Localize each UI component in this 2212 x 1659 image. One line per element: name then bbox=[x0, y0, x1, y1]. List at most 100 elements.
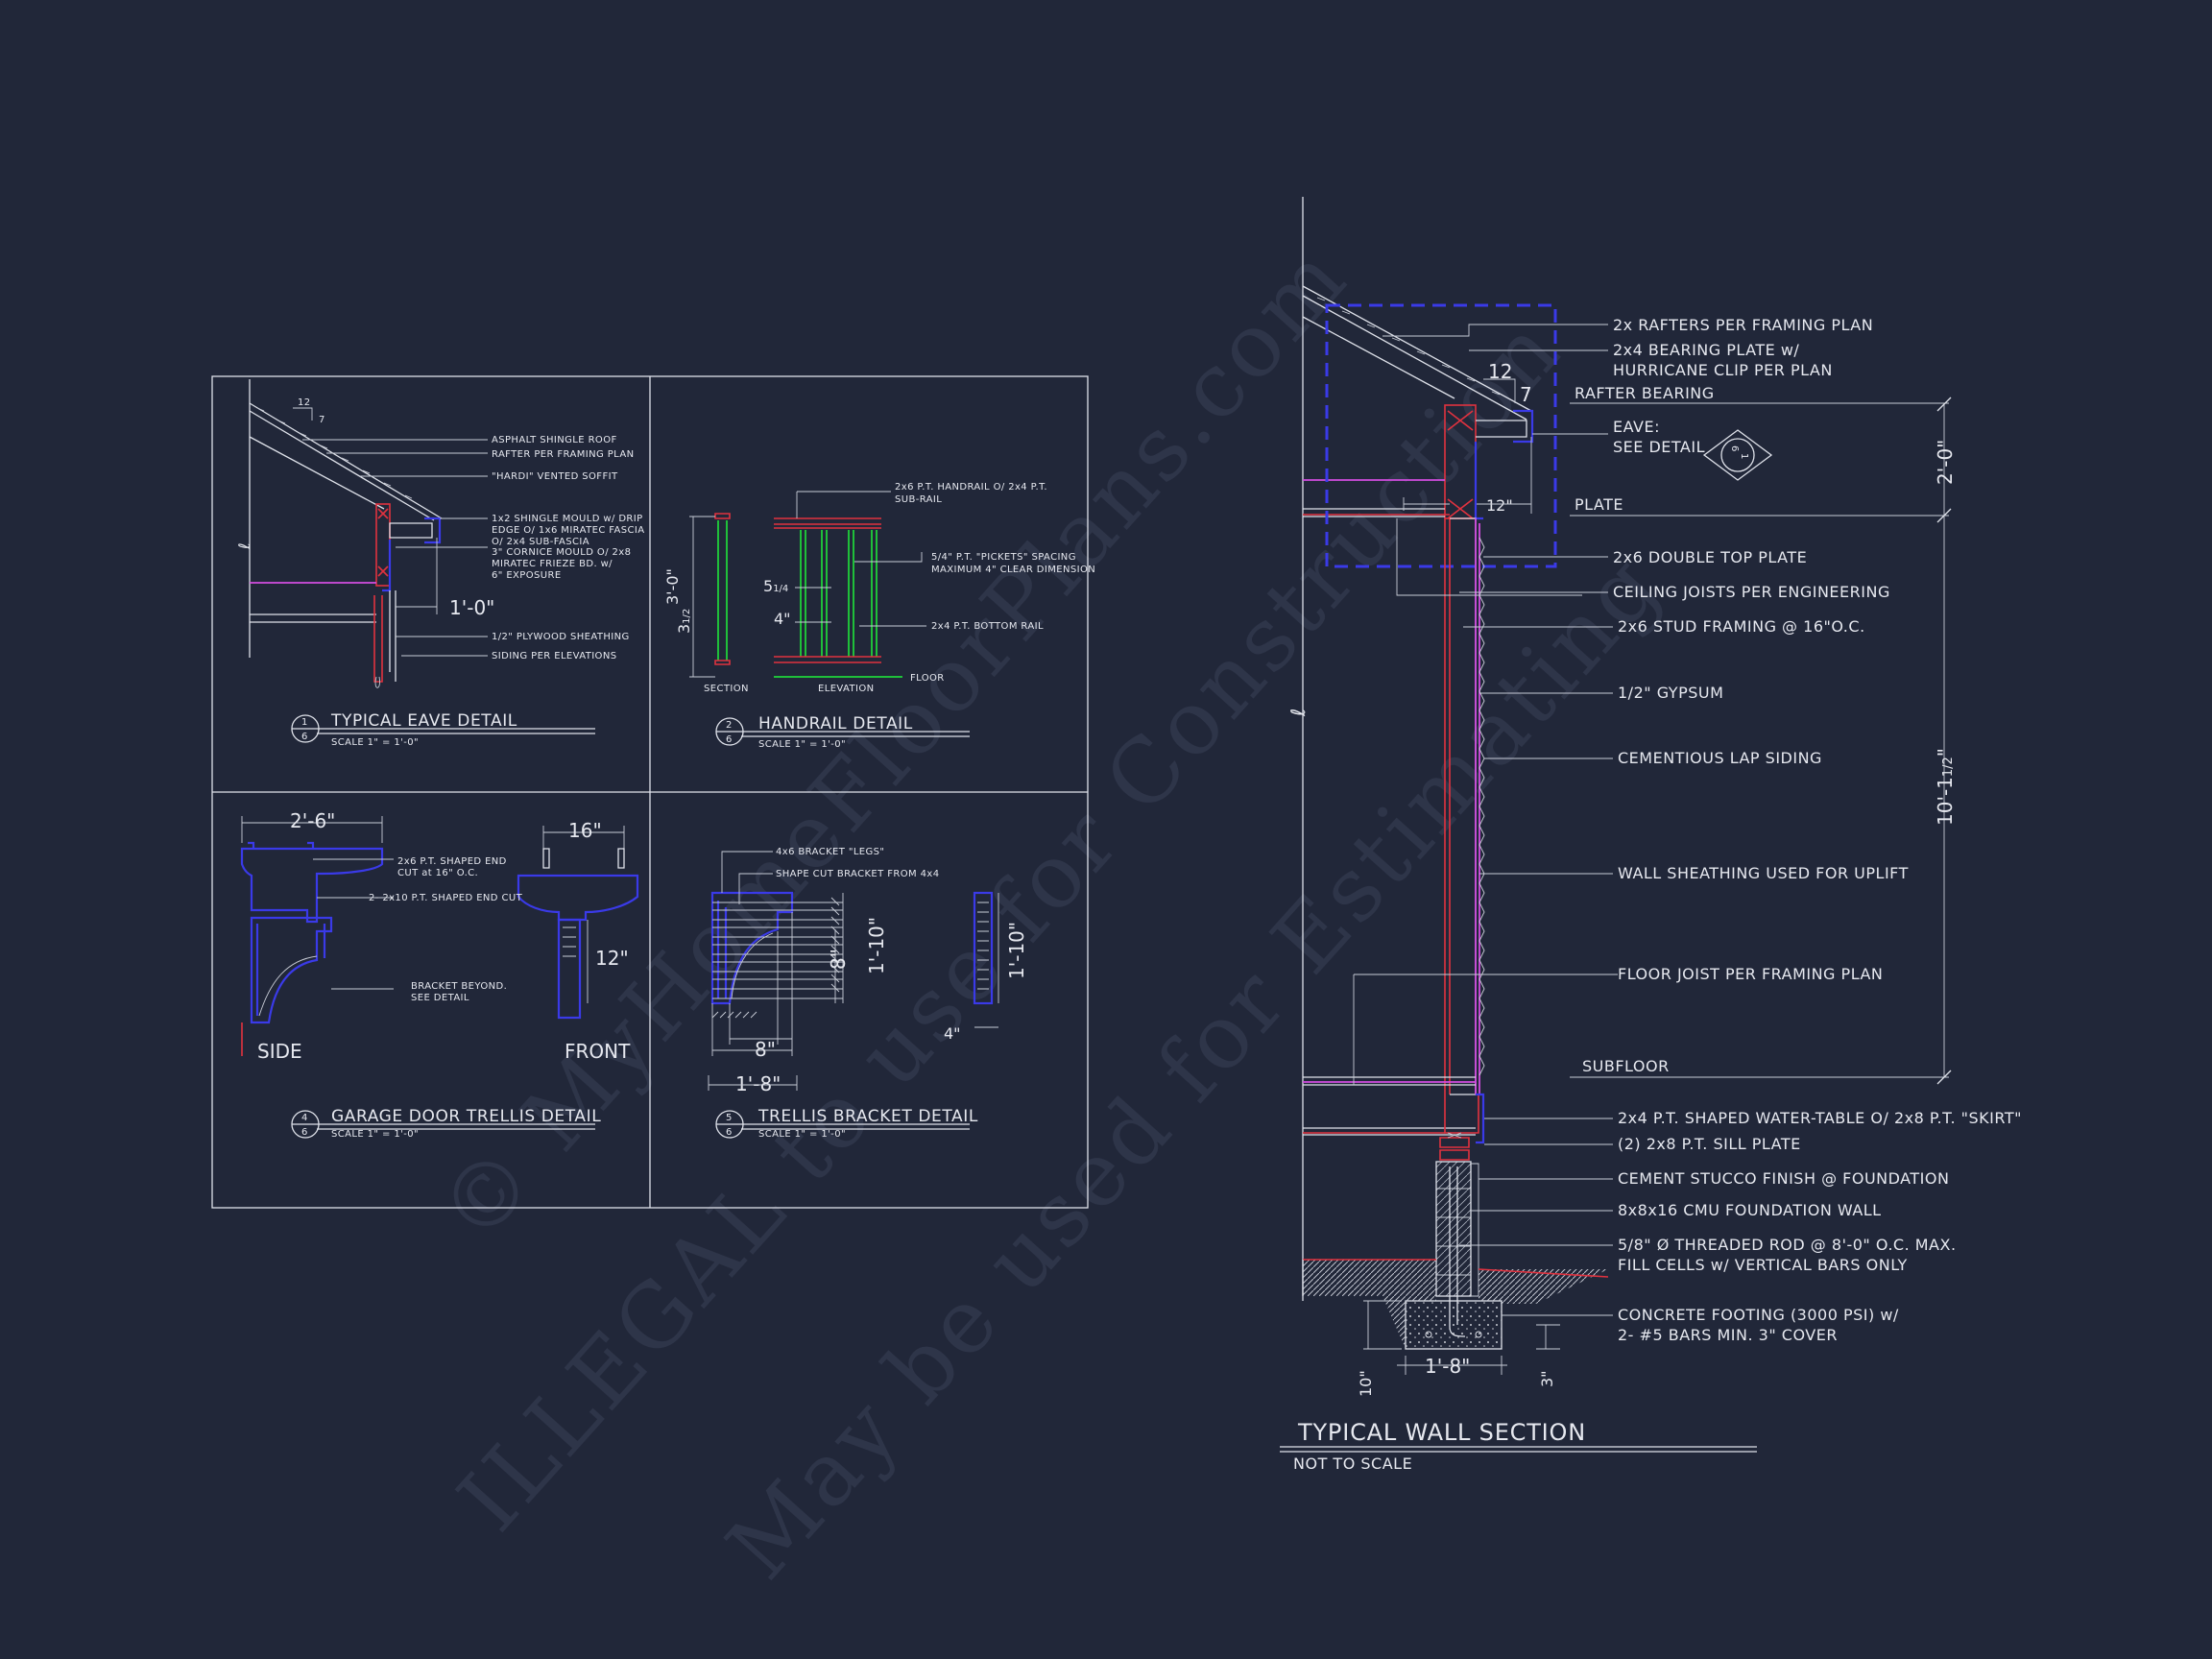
wall-note: SEE DETAIL bbox=[1613, 438, 1705, 456]
bracket-dim-width: 1'-8" bbox=[735, 1072, 781, 1095]
wall-note: 2x RAFTERS PER FRAMING PLAN bbox=[1613, 316, 1873, 334]
eave-dim: 1'-0" bbox=[396, 538, 494, 619]
trellis-ref-num: 4 bbox=[301, 1113, 308, 1123]
handrail-title-block: 2 6 HANDRAIL DETAIL SCALE 1" = 1'-0" bbox=[715, 714, 970, 750]
details-frame bbox=[211, 375, 1089, 1209]
handrail-floor-label: FLOOR bbox=[910, 673, 945, 684]
eave-note: O/ 2x4 SUB-FASCIA bbox=[492, 537, 589, 547]
wall-note: CEMENT STUCCO FINISH @ FOUNDATION bbox=[1618, 1169, 1949, 1188]
eave-title-block: 1 6 TYPICAL EAVE DETAIL SCALE 1" = 1'-0" bbox=[291, 711, 595, 748]
trellis-dim-width: 2'-6" bbox=[290, 809, 335, 832]
wall-eave-ref-num: 1 bbox=[1739, 453, 1749, 460]
wall-dim-12: 12" bbox=[1486, 496, 1513, 515]
wall-notes: 2x RAFTERS PER FRAMING PLAN 2x4 BEARING … bbox=[1613, 316, 2021, 1344]
eave-pitch-rise: 7 bbox=[319, 415, 325, 425]
trellis-front-label: FRONT bbox=[565, 1040, 631, 1063]
eave-note: SIDING PER ELEVATIONS bbox=[492, 651, 616, 661]
handrail-ref-num: 2 bbox=[726, 720, 733, 731]
handrail-detail: 3'-0" 31/2 SECTION 51/4 4" ELEVATION FLO… bbox=[663, 482, 1095, 750]
wall-note: 2x6 DOUBLE TOP PLATE bbox=[1613, 548, 1807, 566]
handrail-ref-sheet: 6 bbox=[726, 734, 733, 745]
eave-note: RAFTER PER FRAMING PLAN bbox=[492, 449, 634, 460]
trellis-note: SEE DETAIL bbox=[411, 993, 469, 1003]
trellis-side: SIDE bbox=[240, 841, 384, 1063]
trellis-notes: 2x6 P.T. SHAPED END CUT at 16" O.C. 2- 2… bbox=[369, 856, 522, 1003]
wall-rafter-bearing: RAFTER BEARING bbox=[1575, 384, 1715, 402]
handrail-section: 3'-0" 31/2 SECTION bbox=[663, 513, 748, 694]
eave-note: 6" EXPOSURE bbox=[492, 570, 562, 581]
trellis-dim-depth: 12" bbox=[595, 947, 629, 970]
eave-scale: SCALE 1" = 1'-0" bbox=[331, 737, 419, 748]
wall-note: FILL CELLS w/ VERTICAL BARS ONLY bbox=[1618, 1256, 1908, 1274]
wall-note: HURRICANE CLIP PER PLAN bbox=[1613, 361, 1833, 379]
bracket-detail: 8" 1'-10" 8" 1'-8" 1'-10" 4" 4x6 BRACKET… bbox=[708, 847, 1028, 1140]
trellis-ref-sheet: 6 bbox=[301, 1127, 308, 1138]
bracket-ref-num: 5 bbox=[726, 1113, 733, 1123]
handrail-elevation: 51/4 4" ELEVATION FLOOR bbox=[763, 517, 945, 694]
eave-note: MIRATEC FRIEZE BD. w/ bbox=[492, 559, 613, 569]
eave-ref-sheet: 6 bbox=[301, 732, 308, 742]
wall-eave-ref: 1 6 bbox=[1702, 429, 1773, 481]
eave-note: 3" CORNICE MOULD O/ 2x8 bbox=[492, 547, 631, 558]
wall-title-block: TYPICAL WALL SECTION NOT TO SCALE bbox=[1280, 1419, 1757, 1473]
wall-note: FLOOR JOIST PER FRAMING PLAN bbox=[1618, 965, 1883, 983]
handrail-note: SUB-RAIL bbox=[895, 494, 942, 505]
eave-note: ASPHALT SHINGLE ROOF bbox=[492, 435, 617, 445]
trellis-title: GARAGE DOOR TRELLIS DETAIL bbox=[331, 1107, 601, 1126]
wall-dim-main: 10'-11/2" bbox=[1934, 748, 1957, 826]
wall-centerline: ℓ bbox=[1286, 709, 1310, 717]
handrail-note: MAXIMUM 4" CLEAR DIMENSION bbox=[931, 565, 1095, 575]
handrail-dim-space2: 4" bbox=[774, 610, 791, 628]
handrail-dim-height: 3'-0" bbox=[663, 568, 682, 605]
bracket-dim-post: 4" bbox=[944, 1024, 961, 1043]
handrail-elevation-label: ELEVATION bbox=[818, 684, 874, 694]
handrail-note: 5/4" P.T. "PICKETS" SPACING bbox=[931, 552, 1076, 563]
eave-leaders bbox=[302, 439, 488, 657]
wall-note: 2- #5 BARS MIN. 3" COVER bbox=[1618, 1326, 1838, 1344]
trellis-front: 16" 12" FRONT bbox=[517, 819, 639, 1063]
trellis-note: 2x6 P.T. SHAPED END bbox=[397, 856, 507, 867]
wall-note: 8x8x16 CMU FOUNDATION WALL bbox=[1618, 1201, 1882, 1219]
wall-note: 5/8" Ø THREADED ROD @ 8'-0" O.C. MAX. bbox=[1618, 1236, 1957, 1254]
wall-grade-right bbox=[1479, 1269, 1608, 1304]
wall-note: CEMENTIOUS LAP SIDING bbox=[1618, 749, 1822, 767]
bracket-title: TRELLIS BRACKET DETAIL bbox=[757, 1107, 978, 1126]
trellis-width-dim: 2'-6" bbox=[241, 809, 383, 843]
eave-centerline: ℓ bbox=[235, 542, 253, 550]
eave-notes: ASPHALT SHINGLE ROOF RAFTER PER FRAMING … bbox=[492, 435, 644, 661]
bracket-title-block: 5 6 TRELLIS BRACKET DETAIL SCALE 1" = 1'… bbox=[715, 1107, 978, 1140]
eave-ref-num: 1 bbox=[301, 717, 308, 728]
trellis-note: BRACKET BEYOND. bbox=[411, 981, 507, 992]
handrail-dim-bottom: 31/2 bbox=[675, 609, 693, 634]
bracket-leaders bbox=[721, 851, 773, 904]
bracket-dim-inner: 8" bbox=[827, 949, 850, 970]
wall-pitch-run: 12 bbox=[1488, 360, 1512, 383]
wall-dim-footing: 1'-8" bbox=[1425, 1355, 1470, 1378]
wall-note: CEILING JOISTS PER ENGINEERING bbox=[1613, 583, 1890, 601]
eave-title: TYPICAL EAVE DETAIL bbox=[330, 711, 517, 731]
wall-note: (2) 2x8 P.T. SILL PLATE bbox=[1618, 1135, 1801, 1153]
bracket-scale: SCALE 1" = 1'-0" bbox=[758, 1129, 846, 1140]
eave-callout-box bbox=[1325, 303, 1557, 568]
eave-note: EDGE O/ 1x6 MIRATEC FASCIA bbox=[492, 525, 644, 536]
handrail-notes: 2x6 P.T. HANDRAIL O/ 2x4 P.T. SUB-RAIL 5… bbox=[895, 482, 1095, 632]
bracket-post: 1'-10" 4" bbox=[944, 891, 1028, 1043]
wall-dim-top: 2'-0" bbox=[1934, 440, 1957, 485]
eave-detail: 12 7 ℓ 1'-0" ASPHALT SHINGLE ROOF RAFTER… bbox=[235, 379, 644, 748]
wall-dim-10: 10" bbox=[1357, 1370, 1375, 1397]
trellis-dim-front: 16" bbox=[568, 819, 602, 842]
eave-dim-text: 1'-0" bbox=[449, 596, 494, 619]
wall-dim-3: 3" bbox=[1538, 1370, 1556, 1387]
wall-title: TYPICAL WALL SECTION bbox=[1297, 1419, 1586, 1446]
wall-grade-left bbox=[1303, 1260, 1436, 1349]
wall-leaders bbox=[1382, 324, 1613, 1316]
wall-plate: PLATE bbox=[1575, 495, 1623, 514]
wall-note: 2x4 BEARING PLATE w/ bbox=[1613, 341, 1799, 359]
handrail-leaders bbox=[796, 491, 926, 627]
wall-subfloor: SUBFLOOR bbox=[1582, 1057, 1670, 1075]
wall-note: 1/2" GYPSUM bbox=[1618, 684, 1723, 702]
bracket-note: 4x6 BRACKET "LEGS" bbox=[776, 847, 884, 857]
trellis-leaders bbox=[313, 858, 394, 990]
bracket-notes: 4x6 BRACKET "LEGS" SHAPE CUT BRACKET FRO… bbox=[776, 847, 939, 879]
trellis-note: CUT at 16" O.C. bbox=[397, 868, 478, 878]
